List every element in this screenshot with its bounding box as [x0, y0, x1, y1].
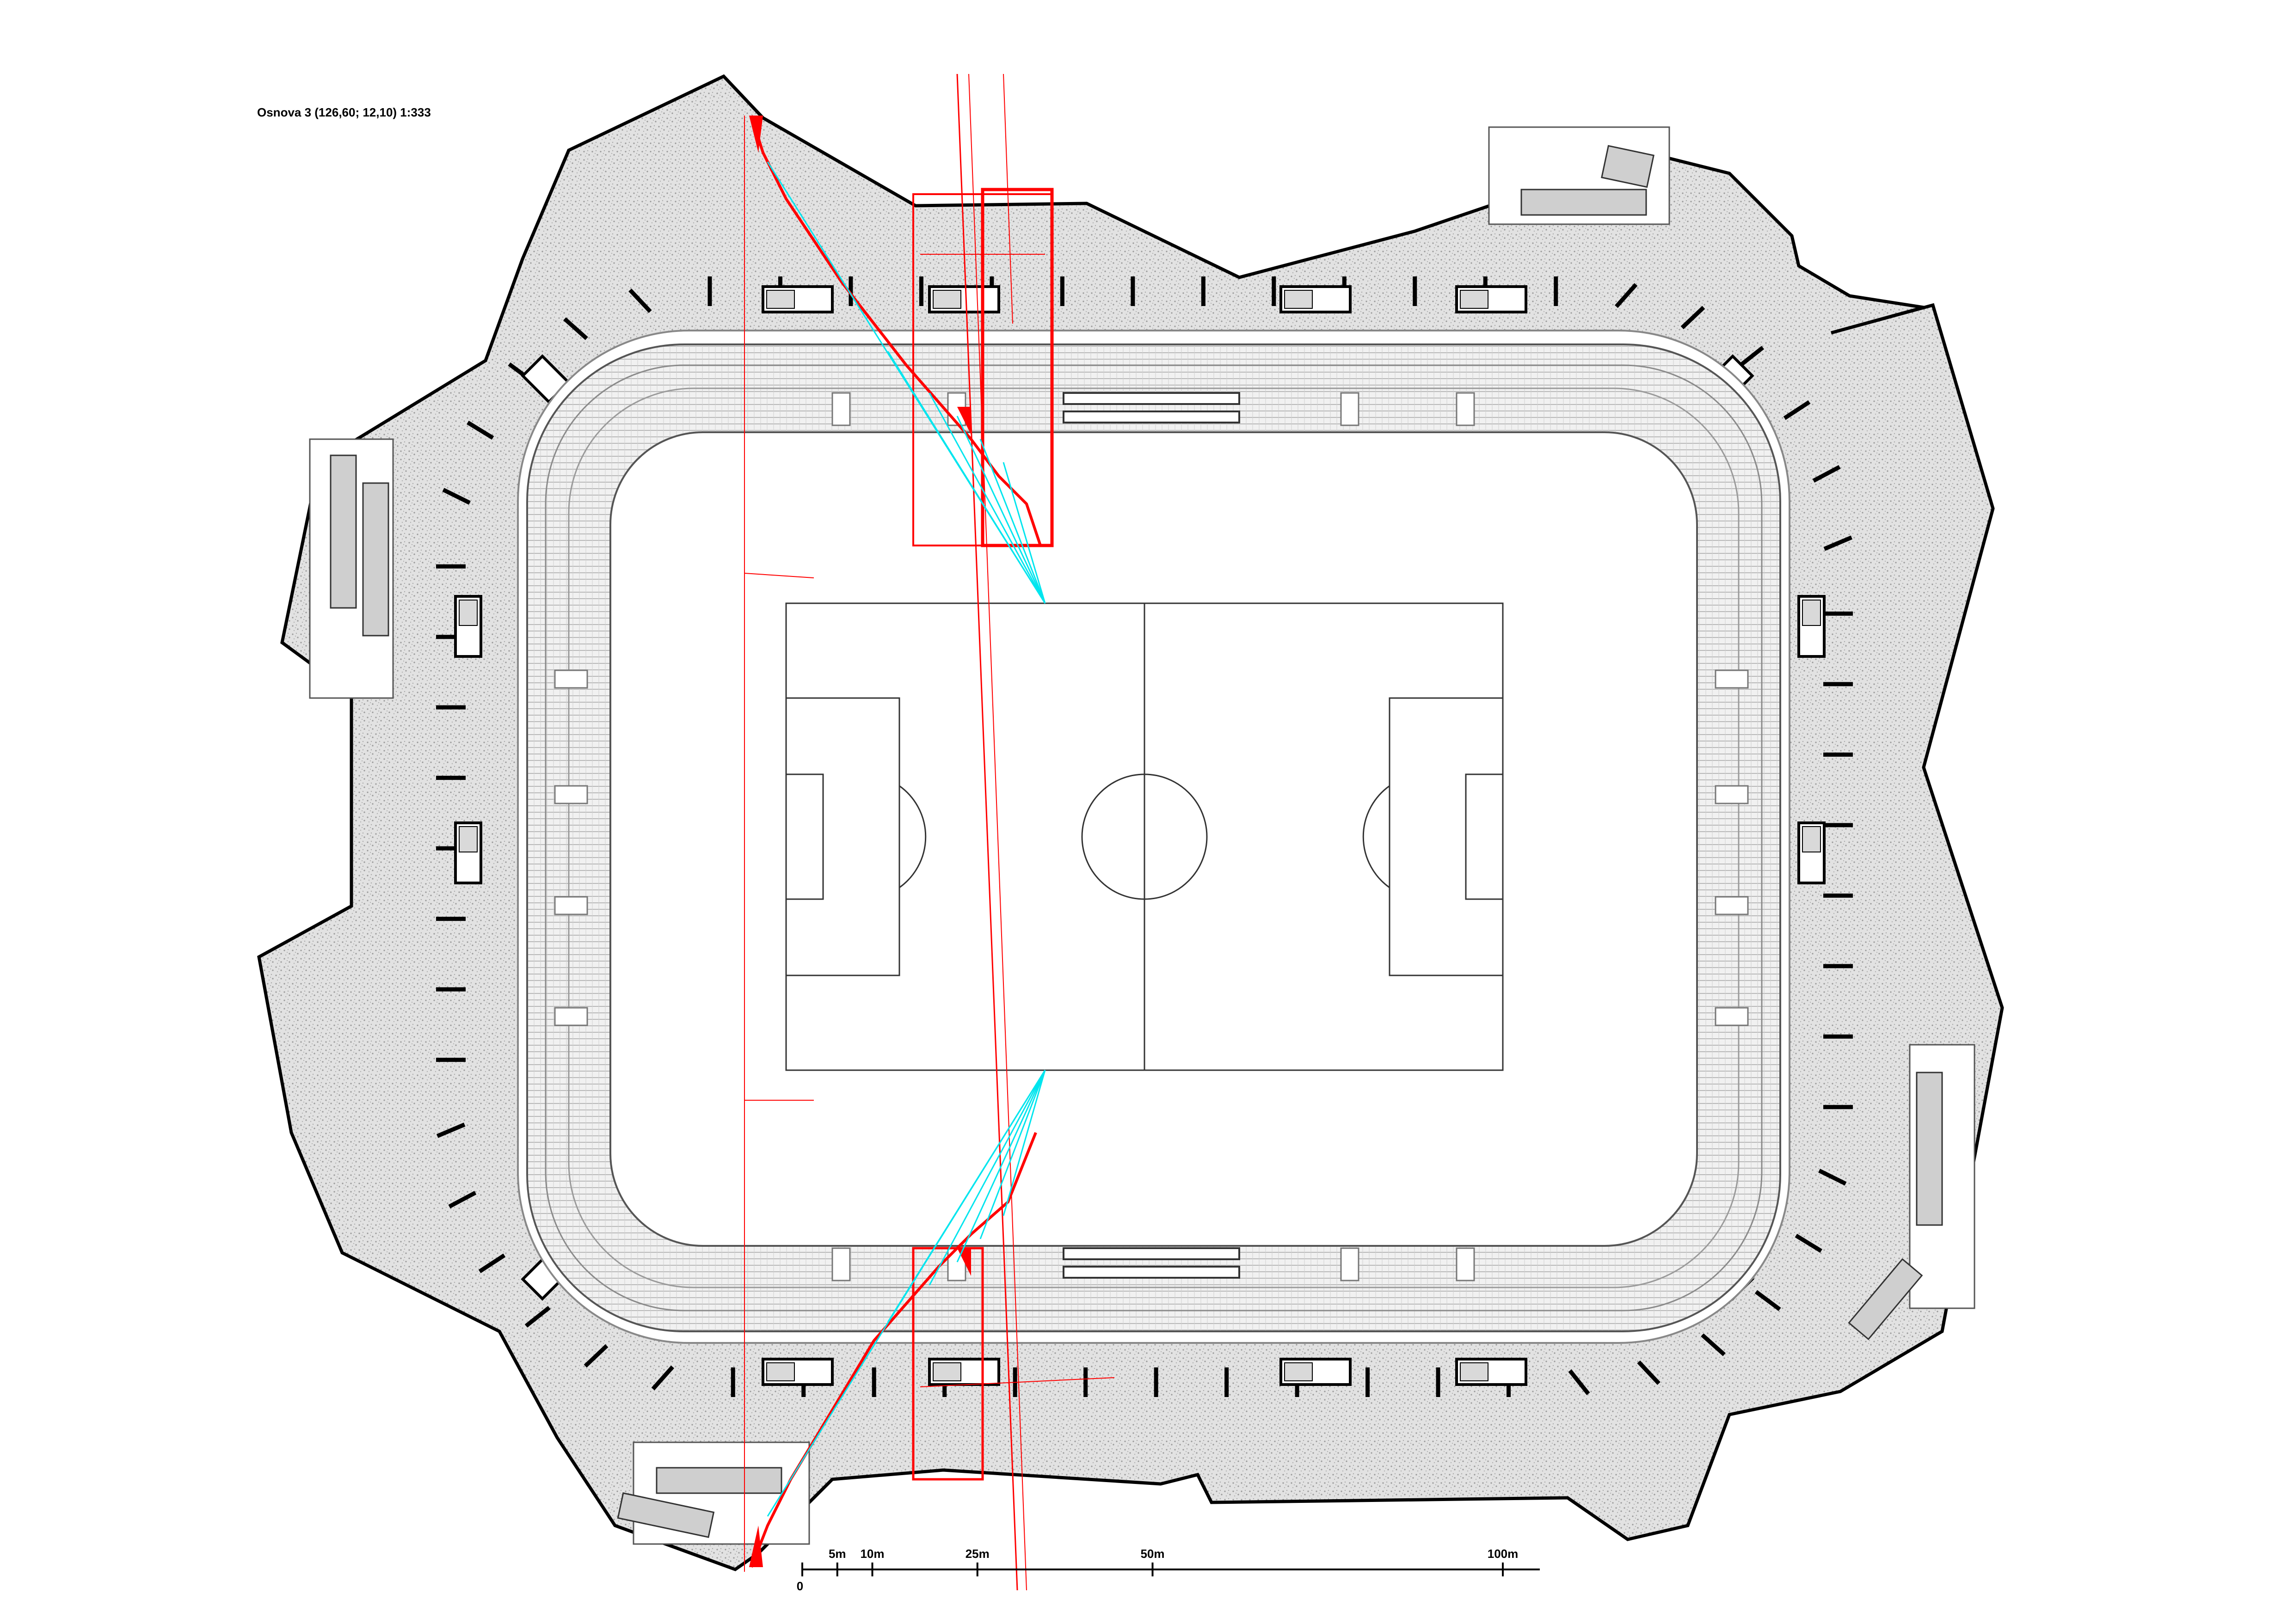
scale-tick: 25m	[966, 1547, 990, 1576]
scale-tick-label: 10m	[860, 1547, 884, 1561]
vomitory	[554, 1007, 588, 1026]
stair-core	[1797, 821, 1826, 884]
scale-tick-label: 5m	[829, 1547, 846, 1561]
concourse-pier	[1812, 465, 1841, 483]
sightline	[956, 416, 1046, 604]
stair-core	[454, 821, 482, 884]
scale-tick: 100m	[1488, 1547, 1519, 1576]
section-cut-line	[956, 74, 1018, 1591]
section-frame-south	[912, 1247, 984, 1481]
escalators-e	[1848, 1072, 1943, 1341]
concourse-pier	[651, 1365, 674, 1391]
concourse-pier	[1701, 1333, 1726, 1356]
sightline	[887, 351, 1046, 604]
sightline	[1002, 1070, 1046, 1216]
stair-core	[1455, 285, 1527, 313]
sightline	[979, 439, 1046, 604]
seating-mid-edge	[568, 387, 1740, 1288]
concourse-pier	[442, 488, 471, 505]
vomitory	[1715, 896, 1749, 915]
football-pitch	[785, 602, 1504, 1071]
scale-tick: 50m	[1140, 1547, 1165, 1576]
concourse-pier	[1738, 346, 1765, 368]
concourse-pier	[1795, 1233, 1822, 1253]
concourse-pier	[584, 1344, 609, 1368]
scale-tick: 10m	[860, 1547, 885, 1576]
concourse-pier	[1754, 1290, 1781, 1311]
concourse-pier	[467, 421, 494, 440]
seating-upper-edge	[545, 364, 1763, 1311]
concourse-pier	[448, 1191, 477, 1209]
drawing-title: Osnova 3 (126,60; 12,10) 1:333	[257, 105, 431, 119]
stair-core	[454, 595, 482, 658]
vomitory	[1715, 785, 1749, 804]
vomitory	[1715, 1007, 1749, 1026]
vomitory	[1715, 669, 1749, 689]
vomitory	[554, 896, 588, 915]
concourse-pier	[1680, 306, 1705, 330]
stair-profile-south	[750, 1132, 1037, 1568]
stair-core	[1797, 595, 1826, 658]
concourse-pier	[478, 1253, 506, 1274]
centre-circle	[1081, 773, 1208, 900]
stair-profile-north	[750, 115, 1042, 546]
escalators-sw	[617, 1467, 782, 1538]
sightline	[956, 1070, 1046, 1262]
concourse-pier	[1615, 283, 1638, 308]
vomitory	[554, 785, 588, 804]
escalators-w	[330, 454, 389, 637]
concourse-pier	[1637, 1360, 1661, 1385]
vip-boxes	[1063, 392, 1240, 1279]
penalty-arc-left	[899, 785, 927, 889]
concourse-pier	[1783, 400, 1811, 420]
sightline	[887, 1070, 1046, 1323]
scale-origin-label: 0	[797, 1579, 803, 1593]
vomitory	[1340, 392, 1359, 426]
concourse-pier	[1568, 1369, 1590, 1395]
concourse-pier	[1823, 535, 1853, 551]
vomitory	[1456, 392, 1475, 426]
section-overlay	[744, 74, 1115, 1591]
stair-core	[928, 285, 1000, 313]
escalators-ne	[1520, 145, 1654, 216]
stair-core	[762, 1358, 834, 1386]
concourse-pier	[563, 317, 588, 340]
sightline	[979, 1070, 1046, 1239]
sightline	[929, 392, 1046, 604]
goal-area-left	[785, 773, 824, 900]
concourse-pier	[524, 1305, 551, 1328]
stair-core	[1455, 1358, 1527, 1386]
concourse-pier	[436, 1122, 466, 1138]
vomitory	[831, 392, 851, 426]
concourse-pier	[1818, 1169, 1847, 1186]
scale-tick-label: 50m	[1140, 1547, 1164, 1561]
stair-core	[762, 285, 834, 313]
scale-bar: 0 5m 10m 25m 50m 100m	[797, 1547, 1540, 1593]
pitch-apron	[609, 431, 1698, 1247]
stair-core	[1279, 1358, 1352, 1386]
vomitory	[831, 1247, 851, 1281]
scale-tick-label: 25m	[966, 1547, 990, 1561]
vomitories	[554, 392, 1749, 1281]
goal-area-right	[1465, 773, 1504, 900]
vomitory	[1340, 1247, 1359, 1281]
sightline	[1002, 462, 1046, 604]
concourse-pier	[628, 288, 652, 313]
penalty-arc-right	[1362, 785, 1390, 889]
vomitory	[554, 669, 588, 689]
stair-core	[1279, 285, 1352, 313]
vomitory	[1456, 1247, 1475, 1281]
sightline	[929, 1070, 1046, 1286]
sightlines	[767, 161, 1046, 1517]
scale-tick: 5m	[829, 1547, 846, 1576]
stair-core	[928, 1358, 1000, 1386]
scale-tick-label: 100m	[1488, 1547, 1519, 1561]
